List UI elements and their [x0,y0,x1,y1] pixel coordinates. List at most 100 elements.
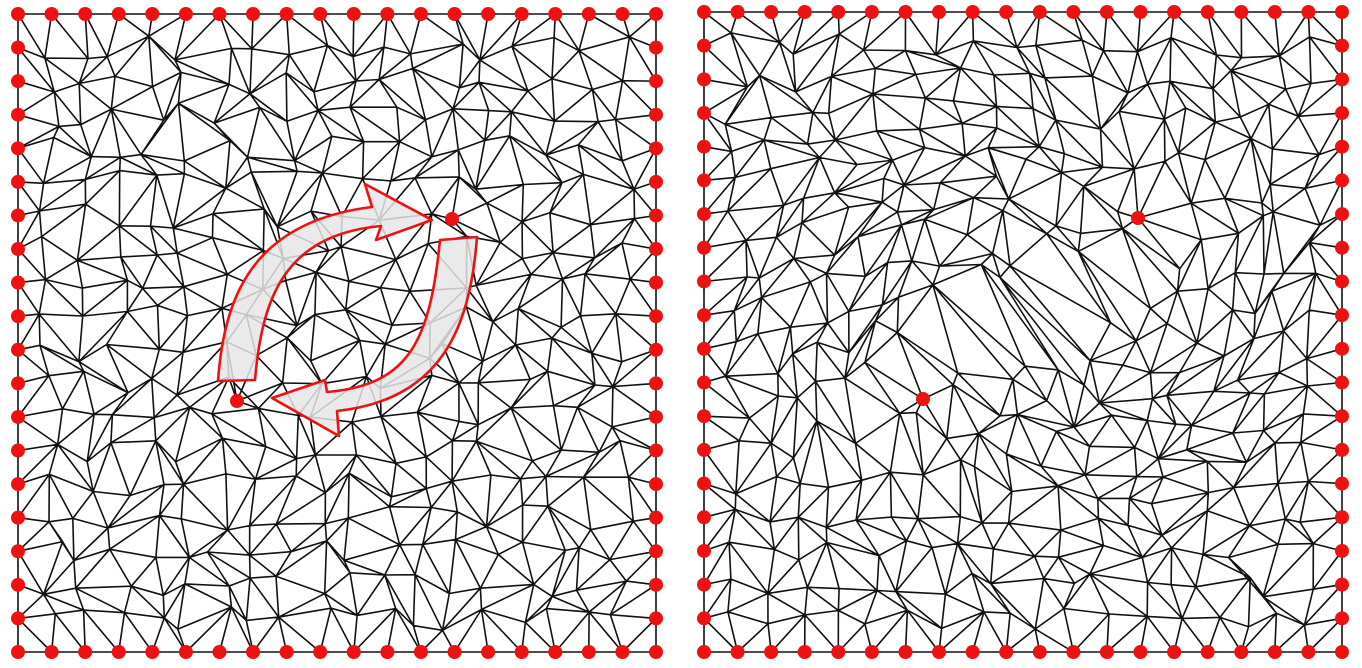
boundary-vertex [1099,5,1114,19]
boundary-vertex [413,7,428,21]
boundary-vertex [697,476,711,491]
boundary-vertex [649,443,663,458]
boundary-vertex [11,577,25,592]
boundary-vertex [11,544,25,559]
boundary-vertex [44,7,59,21]
boundary-vertex [11,309,25,324]
boundary-vertex [1032,645,1047,659]
boundary-vertex [1335,577,1349,592]
boundary-vertex [1335,308,1349,323]
triangle-edges [703,11,1343,653]
boundary-vertex [78,645,93,659]
boundary-vertex [730,5,745,19]
boundary-vertex [999,5,1014,19]
boundary-vertex [380,7,395,21]
boundary-vertex [797,5,812,19]
boundary-vertex [649,510,663,525]
boundary-vertex [1099,645,1114,659]
boundary-vertex [1335,38,1349,53]
boundary-vertex [932,645,947,659]
boundary-vertex [313,7,328,21]
boundary-vertex [649,40,663,55]
boundary-vertex [1335,106,1349,121]
boundary-vertex [1335,274,1349,289]
boundary-vertex [649,208,663,223]
boundary-vertex [697,308,711,323]
boundary-vertex [831,645,846,659]
boundary-vertex [697,442,711,457]
triangle-edges [17,13,657,653]
boundary-vertex [514,7,529,21]
boundary-vertex [346,645,361,659]
mesh-edges [17,13,657,653]
boundary-vertex [145,7,160,21]
boundary-vertex [615,7,630,21]
boundary-vertex [999,645,1014,659]
boundary-vertex [212,7,227,21]
boundary-vertex [1335,173,1349,188]
boundary-vertex [697,510,711,525]
boundary-vertex [481,645,496,659]
boundary-vertex [380,645,395,659]
constraint-vertex [916,392,930,406]
boundary-vertex [11,611,25,626]
boundary-vertex [697,207,711,222]
boundary-vertex [649,309,663,324]
boundary-vertex [11,645,25,659]
boundary-vertex [11,342,25,357]
boundary-vertex [1335,139,1349,154]
boundary-vertex [1267,645,1282,659]
constraint-vertex [1131,211,1145,225]
boundary-vertex [764,645,779,659]
boundary-vertex [548,7,563,21]
boundary-vertex [697,274,711,289]
boundary-vertex [649,74,663,89]
boundary-vertex [11,174,25,189]
boundary-vertex [697,106,711,121]
boundary-vertex [697,577,711,592]
boundary-vertex [697,38,711,53]
boundary-vertex [649,141,663,156]
boundary-vertex [212,645,227,659]
boundary-vertex [1234,5,1249,19]
boundary-vertex [11,477,25,492]
boundary-vertex [11,510,25,525]
boundary-vertex [1335,442,1349,457]
boundary-vertex [1335,240,1349,255]
mesh-vertices [11,7,663,659]
boundary-vertex [11,409,25,424]
boundary-vertex [11,107,25,122]
boundary-vertex [111,645,126,659]
boundary-vertex [649,107,663,122]
boundary-vertex [649,544,663,559]
boundary-vertex [1335,5,1349,19]
rotation-arrow-1 [216,182,434,383]
boundary-vertex [1234,645,1249,659]
boundary-vertex [481,7,496,21]
boundary-vertex [649,611,663,626]
boundary-vertex [831,5,846,19]
boundary-vertex [548,645,563,659]
boundary-vertex [697,240,711,255]
boundary-vertex [697,341,711,356]
boundary-vertex [965,5,980,19]
boundary-vertex [697,139,711,154]
boundary-vertex [44,645,59,659]
mesh-vertices [697,5,1349,659]
boundary-vertex [1066,645,1081,659]
boundary-vertex [514,645,529,659]
boundary-vertex [246,645,261,659]
boundary-vertex [413,645,428,659]
boundary-vertex [1335,409,1349,424]
boundary-vertex [649,409,663,424]
boundary-vertex [78,7,93,21]
boundary-vertex [1301,5,1316,19]
boundary-vertex [898,5,913,19]
boundary-vertex [697,173,711,188]
boundary-vertex [1335,341,1349,356]
boundary-vertex [1335,645,1349,659]
boundary-vertex [178,7,193,21]
boundary-vertex [649,174,663,189]
boundary-vertex [1335,72,1349,87]
